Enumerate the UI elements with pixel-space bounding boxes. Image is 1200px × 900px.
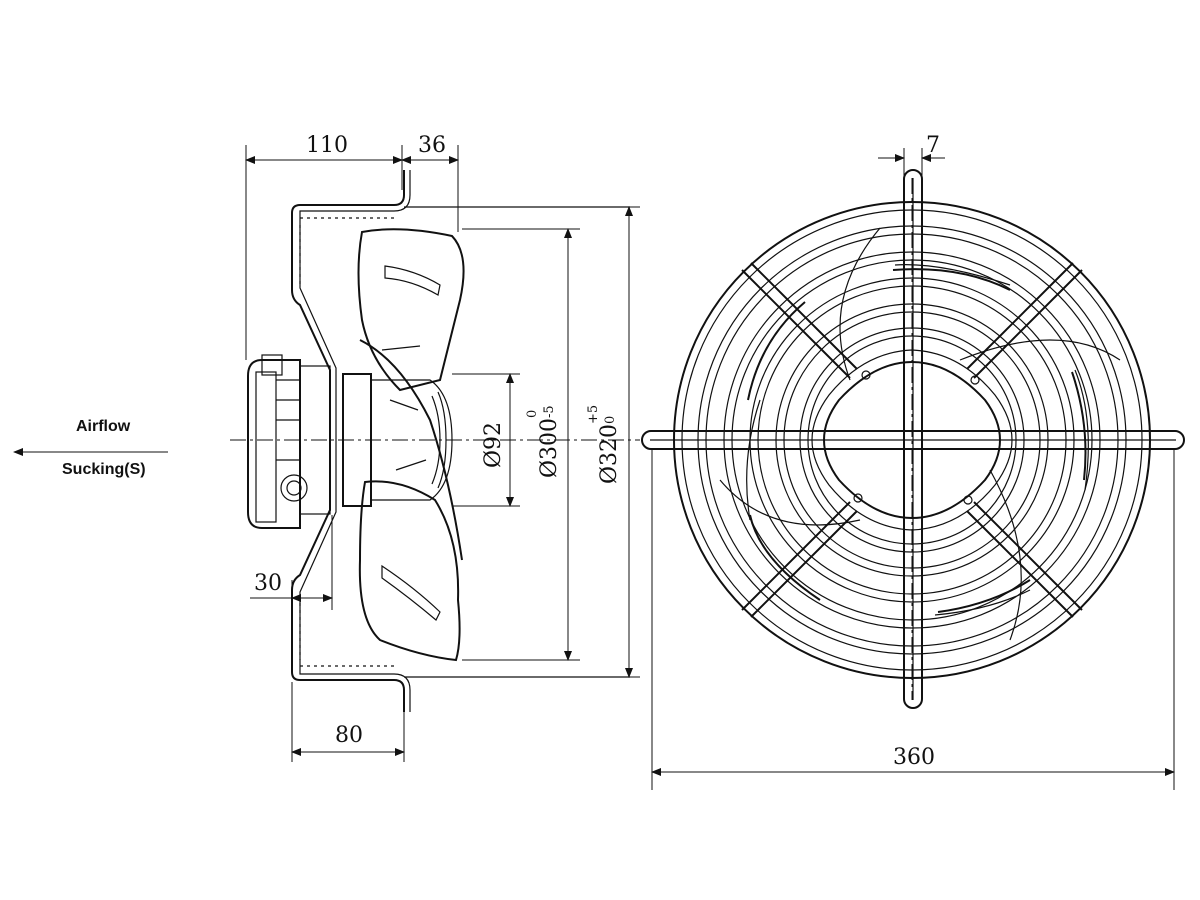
dim-36-text: 36: [418, 133, 446, 158]
blade-lower: [358, 480, 461, 662]
dim-320-tol-upper: +5: [586, 405, 601, 424]
dim-300-text: Ø300: [537, 418, 562, 478]
hub: [342, 373, 372, 507]
blade-middle: [359, 339, 463, 561]
horizontal-support-bar: [641, 430, 1185, 450]
front-blade-3: [719, 479, 861, 526]
front-view: 7 360: [641, 133, 1185, 790]
dim-7-text: 7: [926, 133, 940, 158]
motor-inner-rect: [255, 371, 277, 523]
dim-360-text: 360: [893, 745, 935, 770]
diagonal-bar-ne: [973, 269, 1083, 379]
front-blade-2: [989, 469, 1022, 641]
airflow-indicator: Airflow Sucking(S): [13, 418, 168, 478]
diagonal-bar-se: [973, 501, 1083, 611]
housing-dashed-edge: [299, 217, 396, 667]
dim-300-tol-upper: 0: [525, 410, 540, 418]
side-view: 110 36 30 80 Ø92 Ø300 0 -5 Ø320 +5 0: [230, 133, 640, 762]
dim-92-text: Ø92: [481, 422, 506, 468]
diagonal-bar-sw: [741, 501, 851, 611]
dim-80-text: 80: [335, 723, 363, 748]
front-blade-1: [959, 339, 1121, 361]
diagonal-bar-nw: [741, 269, 851, 379]
cable-gland: [280, 474, 308, 502]
dim-320-tol-lower: 0: [603, 416, 618, 424]
blade-upper-slot: [384, 265, 441, 296]
sucking-label: Sucking(S): [62, 461, 146, 478]
dim-300-tol-lower: -5: [542, 405, 557, 418]
front-blade-slots: [747, 268, 1087, 613]
dim-30-text: 30: [254, 571, 282, 596]
guard-support-bars: [641, 169, 1185, 709]
motor-terminal: [261, 354, 283, 376]
blade-lower-slot: [381, 564, 441, 621]
hub-rotor: [371, 379, 453, 501]
vertical-support-bar: [903, 169, 923, 709]
blade-upper: [357, 228, 465, 392]
airflow-label: Airflow: [76, 418, 131, 435]
motor-flange: [299, 365, 331, 515]
dim-110-text: 110: [306, 133, 348, 158]
motor-body: [247, 359, 301, 529]
housing-outline: [291, 170, 405, 712]
front-blade-4: [839, 227, 881, 381]
dim-320-text: Ø320: [597, 424, 622, 484]
front-blades: [719, 227, 1121, 641]
housing-inner-outline: [299, 170, 411, 712]
